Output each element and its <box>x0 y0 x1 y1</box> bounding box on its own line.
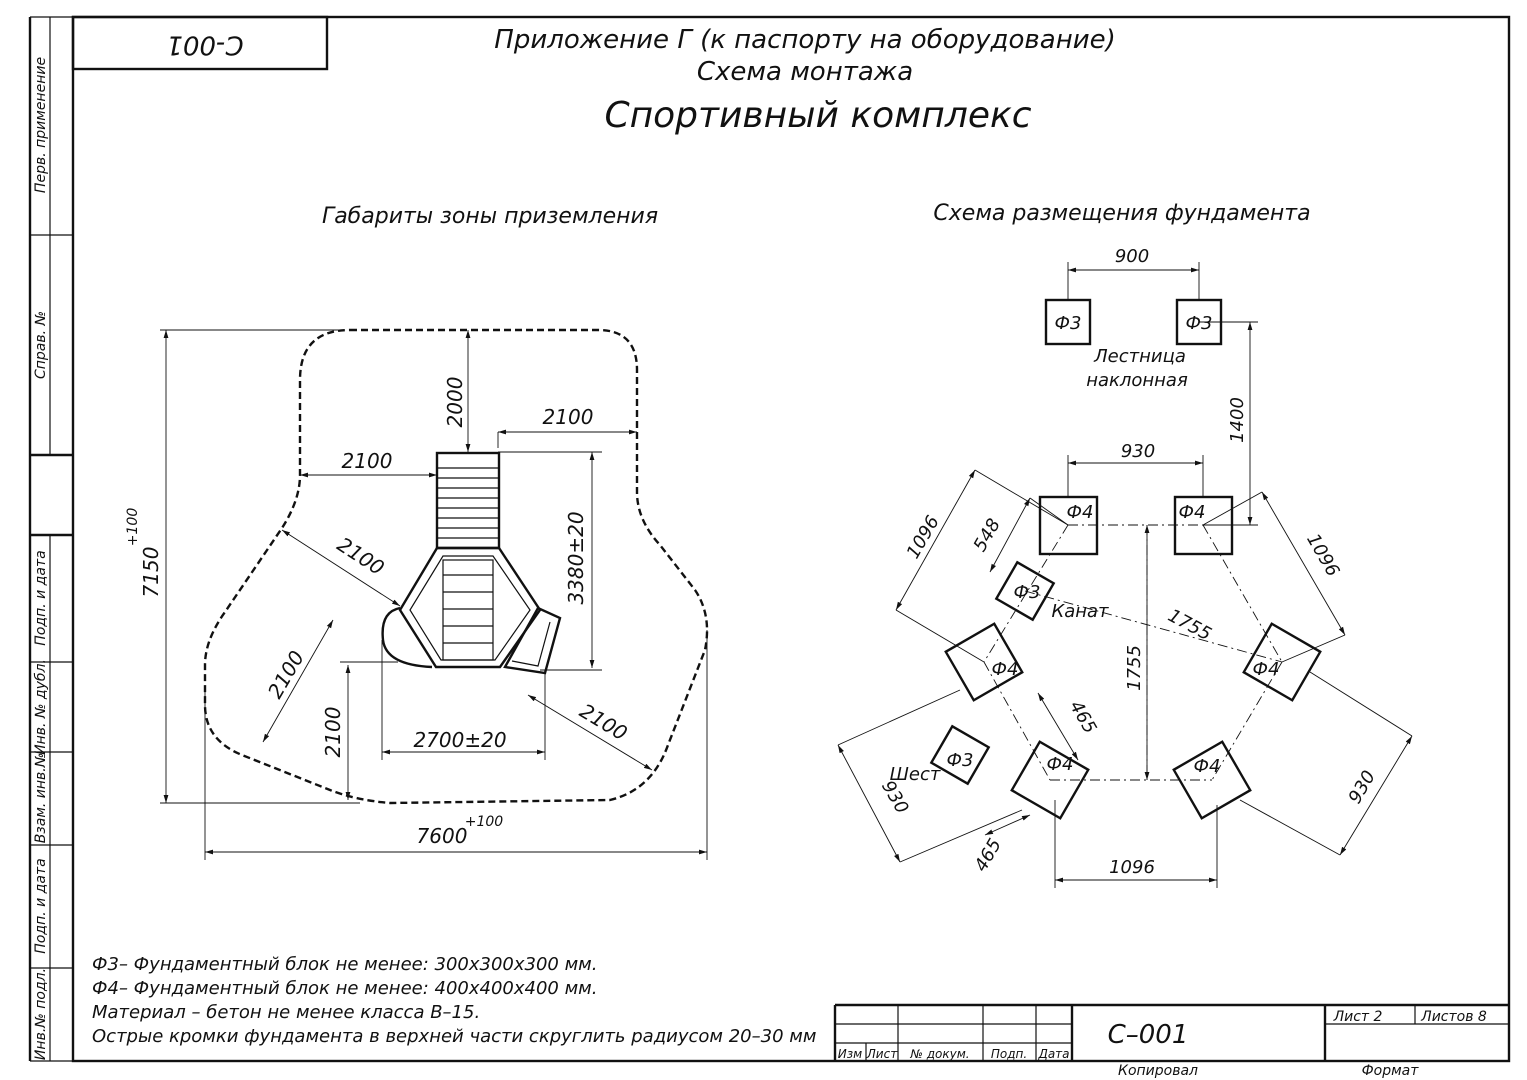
header-line1: Приложение Г (к паспорту на оборудование… <box>494 25 1115 55</box>
tb-code: С–001 <box>1108 1020 1189 1050</box>
dim-2100-lower-right: 2100 <box>576 699 632 746</box>
label-pole: Шест <box>890 764 941 785</box>
label-f3-b: Ф3 <box>1186 313 1213 334</box>
dim-930-top: 930 <box>1121 441 1155 462</box>
stamp-box: С-001 <box>71 15 329 71</box>
dim-1400: 1400 <box>1227 397 1248 443</box>
tb-sheet: Лист 2 <box>1333 1009 1383 1025</box>
equipment-plan <box>381 451 562 675</box>
left-dimensions <box>160 329 708 860</box>
note-4: Острые кромки фундамента в верхней части… <box>92 1026 816 1047</box>
label-f3-d: Ф3 <box>947 750 974 771</box>
dim-2100-top: 2100 <box>543 405 594 429</box>
right-dimensions <box>837 262 1413 888</box>
label-ladder-2: наклонная <box>1086 370 1188 391</box>
note-1: Ф3– Фундаментный блок не менее: 300х300х… <box>92 954 597 975</box>
dim-1096-left: 1096 <box>903 512 944 562</box>
tb-list: Лист <box>866 1047 898 1061</box>
strip-podp-data-1-label: Подп. и дата <box>33 550 49 645</box>
dim-2100-vert: 2100 <box>321 707 345 758</box>
strip-vzam-inv-label: Взам. инв.№ <box>33 753 49 844</box>
left-drawing-title: Габариты зоны приземления <box>322 204 658 229</box>
dim-548: 548 <box>970 515 1005 555</box>
tb-kopiroval: Копировал <box>1118 1063 1198 1079</box>
dim-900: 900 <box>1115 246 1149 267</box>
strip-sprav-label: Справ. № <box>33 311 49 379</box>
label-f3-a: Ф3 <box>1055 313 1082 334</box>
dim-2000: 2000 <box>443 377 467 428</box>
title-block <box>833 1003 1509 1061</box>
dim-1755-vert: 1755 <box>1124 645 1145 691</box>
note-3: Материал – бетон не менее класса В–15. <box>92 1002 480 1023</box>
label-f4-a: Ф4 <box>1067 502 1094 523</box>
dim-1755-diag: 1755 <box>1164 605 1214 645</box>
dim-1096-bottom: 1096 <box>1109 857 1155 878</box>
label-ladder-1: Лестница <box>1093 346 1186 367</box>
page-title: Спортивный комплекс <box>604 95 1031 136</box>
dim-7600: 7600 <box>417 824 468 848</box>
dim-465-right: 465 <box>1065 697 1100 737</box>
header-line2: Схема монтажа <box>697 57 913 87</box>
tb-podp: Подп. <box>991 1047 1027 1061</box>
tb-data: Дата <box>1037 1047 1069 1061</box>
label-f4-e: Ф4 <box>1047 754 1074 775</box>
label-rope: Канат <box>1051 601 1109 622</box>
label-f4-b: Ф4 <box>1179 502 1206 523</box>
dim-2100-left: 2100 <box>342 449 393 473</box>
note-2: Ф4– Фундаментный блок не менее: 400х400х… <box>92 978 597 999</box>
dim-7600-tol: +100 <box>465 814 504 830</box>
dim-7150: 7150 <box>139 547 163 598</box>
dim-3380: 3380±20 <box>564 511 588 604</box>
dim-465-bottom: 465 <box>971 835 1006 875</box>
right-drawing-title: Схема размещения фундамента <box>933 201 1310 226</box>
strip-inv-dubl-label: Инв. № дубл. <box>33 659 49 755</box>
strip-perv-label: Перв. применение <box>33 57 49 193</box>
sheet-frame <box>28 15 1511 1063</box>
strip-inv-podl-label: Инв.№ подл. <box>33 968 49 1060</box>
dim-1096-right: 1096 <box>1302 530 1343 580</box>
tb-izm: Изм <box>838 1047 862 1061</box>
label-f4-f: Ф4 <box>1194 756 1221 777</box>
label-f3-c: Ф3 <box>1014 582 1041 603</box>
label-f4-d: Ф4 <box>1253 659 1280 680</box>
label-f4-c: Ф4 <box>992 659 1019 680</box>
tb-format: Формат <box>1362 1063 1420 1079</box>
stamp-code-rotated: С-001 <box>166 30 243 60</box>
strip-podp-data-2-label: Подп. и дата <box>33 858 49 953</box>
dim-7150-tol: +100 <box>125 508 141 547</box>
dim-930-right: 930 <box>1345 767 1380 807</box>
tb-sheets: Листов 8 <box>1420 1009 1487 1025</box>
tb-n-dokum: № докум. <box>909 1047 969 1061</box>
dim-2700: 2700±20 <box>413 728 506 752</box>
dim-2100-diag-left: 2100 <box>333 532 389 580</box>
